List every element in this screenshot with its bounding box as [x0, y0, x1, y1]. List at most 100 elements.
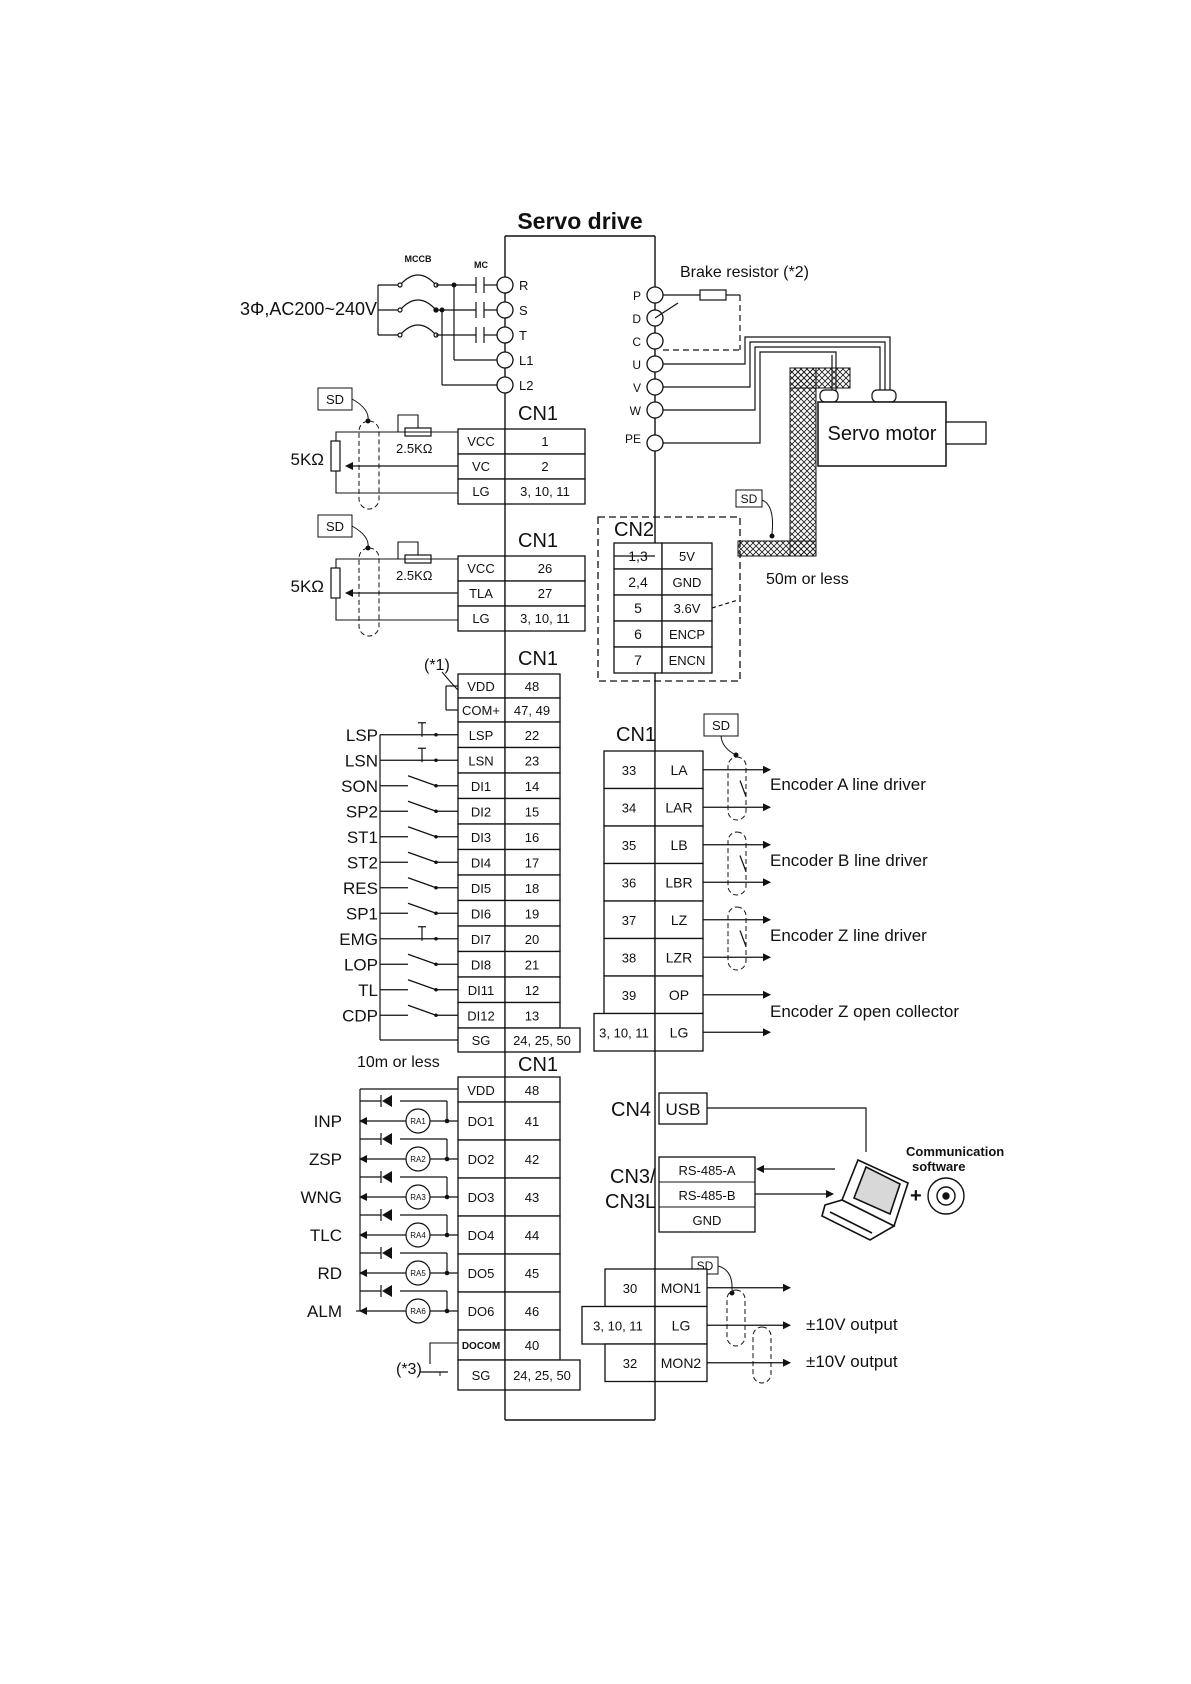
do-pin-cell [504, 1253, 561, 1293]
di-signal: LSP [469, 728, 494, 743]
do-pin: 43 [525, 1190, 539, 1205]
di-header-pin: 47, 49 [514, 703, 550, 718]
analog-signal-cell [457, 478, 506, 505]
analog-pin-cell [504, 453, 586, 480]
cn2-pin-cell [613, 620, 663, 648]
do-signal: DO1 [468, 1114, 495, 1129]
di-pin-cell [504, 721, 561, 749]
analog-signal-cell [457, 605, 506, 632]
encoder-signal: LZ [671, 912, 688, 928]
di-sg-signal: SG [472, 1033, 491, 1048]
pot-outer-label: 5KΩ [290, 577, 324, 596]
di-signal: DI6 [471, 906, 491, 921]
analog-signal: VCC [467, 434, 494, 449]
terminal-C: C [632, 335, 641, 349]
analog-pin-cell [504, 580, 586, 607]
di-header-signal-cell [457, 697, 506, 723]
terminal-L2: L2 [519, 378, 533, 393]
di-pin-cell [504, 823, 561, 851]
cn2-row: 6 ENCP [613, 620, 713, 648]
di-signal: LSN [468, 753, 493, 768]
encoder-pin: 34 [622, 801, 636, 816]
do-pin-cell [504, 1215, 561, 1255]
di-signal-cell [457, 772, 506, 800]
di-pin: 21 [525, 957, 539, 972]
di-signal: DI11 [468, 983, 495, 998]
encoder-pin-cell [593, 1012, 656, 1052]
encoder-connector-label: CN1 [616, 724, 656, 746]
cn2-pin: 6 [634, 626, 642, 642]
analog-signal: LG [472, 611, 489, 626]
cn4-label: CN4 [611, 1099, 651, 1121]
diagram-title: Servo drive [517, 208, 642, 234]
cd-icon [927, 1177, 965, 1215]
cn2-signal: ENCP [669, 627, 705, 642]
di-signal-cell [457, 950, 506, 978]
di-signal-cell [457, 848, 506, 876]
di-signal: DI7 [471, 932, 491, 947]
encoder-pin-cell [603, 862, 656, 902]
di-pin-cell [504, 874, 561, 902]
analog-pin-cell [504, 478, 586, 505]
di-sg-pin: 24, 25, 50 [513, 1033, 571, 1048]
power-input: MCCB MC 3Φ,AC200~240V [240, 254, 533, 394]
di-pin: 18 [525, 881, 539, 896]
mccb-label: MCCB [405, 254, 432, 264]
do-sg-signal-cell [457, 1359, 506, 1391]
relay-label: RA5 [410, 1269, 426, 1278]
di-signal-cell [457, 976, 506, 1004]
monitor-pin: 32 [623, 1356, 637, 1371]
do-signal: DO6 [468, 1304, 495, 1319]
rs485-b: RS-485-B [678, 1188, 735, 1203]
di-header-signal: VDD [467, 679, 494, 694]
do-docom-signal: DOCOM [462, 1341, 500, 1352]
encoder-pin: 38 [622, 951, 636, 966]
di-input-name: SP2 [346, 802, 378, 821]
analog-signal: VCC [467, 561, 494, 576]
cn3-label-2: CN3L [605, 1191, 656, 1213]
di-input-name: CDP [342, 1006, 378, 1025]
do-note: (*3) [396, 1361, 422, 1378]
do-pin: 45 [525, 1266, 539, 1281]
do-connector-label: CN1 [518, 1054, 558, 1076]
analog-signal: LG [472, 484, 489, 499]
svg-text:SD: SD [712, 718, 730, 733]
do-docom-signal-cell [457, 1329, 506, 1361]
monitor-signal: MON2 [661, 1355, 702, 1371]
di-signal: DI2 [471, 804, 491, 819]
terminal-V: V [633, 381, 641, 395]
monitor-signal-cell [654, 1343, 708, 1383]
relay-label: RA6 [410, 1307, 426, 1316]
analog-signal: TLA [469, 586, 493, 601]
di-header-pin-cell [504, 697, 561, 723]
di-pin: 14 [525, 779, 539, 794]
encoder-signal-cell [654, 900, 704, 940]
motor-shaft [945, 421, 987, 445]
di-pin: 16 [525, 830, 539, 845]
cn2-cable-length: 50m or less [766, 571, 849, 588]
di-input-name: LOP [344, 955, 378, 974]
software-label-1: Communication [906, 1144, 1004, 1159]
terminal-P: P [633, 289, 641, 303]
di-header-pin: 48 [525, 679, 539, 694]
di-input-name: ST1 [347, 828, 378, 847]
cn2-signal-cell [661, 542, 713, 570]
di-input-name: RES [343, 879, 378, 898]
di-input-name: ST2 [347, 853, 378, 872]
mc-label: MC [474, 260, 488, 270]
motor-terminals: P D C U V W PE Brake resistor (*2) Ser [625, 264, 987, 588]
encoder-cable [789, 367, 817, 557]
do-pin: 41 [525, 1114, 539, 1129]
do-output-name: ALM [307, 1302, 342, 1321]
encoder-pin: 35 [622, 838, 636, 853]
